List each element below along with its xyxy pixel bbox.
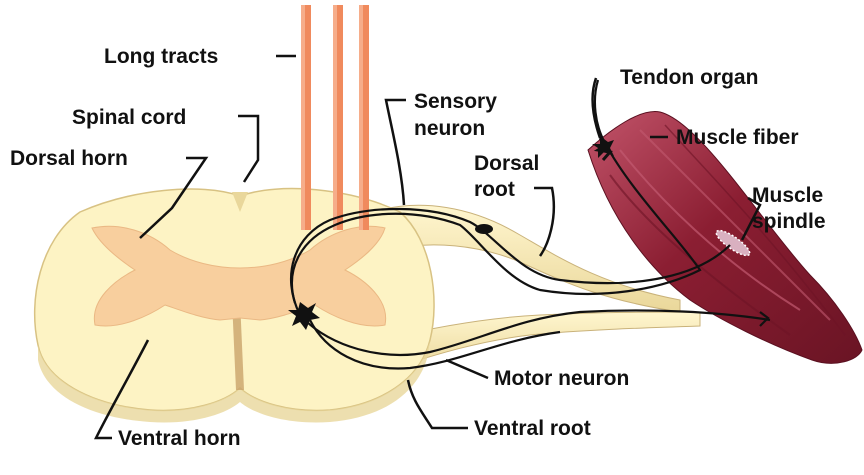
nerve-roots (359, 204, 701, 373)
motor-neuron-path (304, 309, 771, 356)
label-motor-neuron: Motor neuron (494, 367, 629, 390)
label-muscle-spindle-line2: spindle (752, 210, 826, 233)
muscle (587, 111, 863, 364)
motor-neuron-cell-body (288, 302, 320, 330)
label-ventral-root: Ventral root (474, 417, 591, 440)
label-long-tracts: Long tracts (104, 45, 218, 68)
label-sensory-neuron-line2: neuron (414, 117, 485, 140)
label-tendon-organ: Tendon organ (620, 66, 758, 89)
label-dorsal-root-line1: Dorsal (474, 152, 539, 175)
label-muscle-spindle-line1: Muscle (752, 184, 823, 207)
label-dorsal-root-line2: root (474, 178, 515, 201)
label-ventral-horn: Ventral horn (118, 427, 241, 450)
long-tracts (301, 5, 369, 230)
label-sensory-neuron-line1: Sensory (414, 90, 497, 113)
dorsal-root-ganglion (475, 224, 493, 234)
neurons (290, 79, 771, 370)
labels: Long tracts Spinal cord Dorsal horn Sens… (10, 45, 826, 450)
label-spinal-cord: Spinal cord (72, 106, 186, 129)
muscle-spindle (715, 229, 751, 257)
tendon-organ (592, 136, 614, 158)
spindle-afferent-path (290, 207, 731, 316)
leader-lines (93, 54, 762, 440)
label-dorsal-horn: Dorsal horn (10, 147, 128, 170)
sensory-neuron-path (290, 79, 702, 304)
label-muscle-fiber: Muscle fiber (676, 126, 799, 149)
gray-matter (91, 225, 387, 327)
